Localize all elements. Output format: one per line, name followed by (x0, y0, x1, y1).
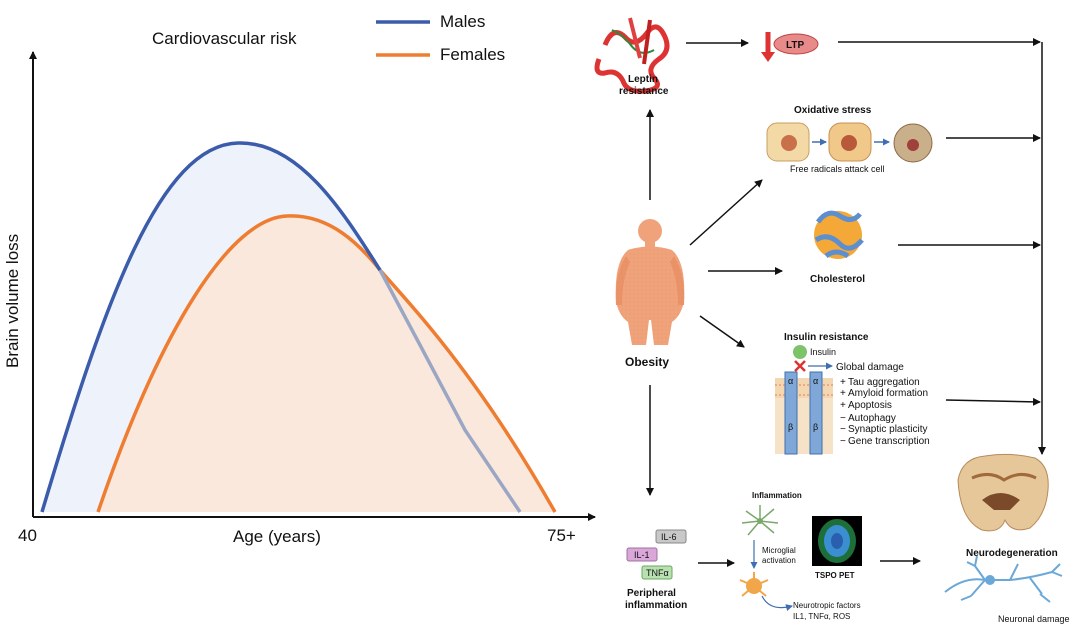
oxidative-title: Oxidative stress (794, 105, 872, 116)
male-curve (40, 141, 382, 513)
leptin-label-1: Leptin (628, 74, 658, 85)
effect-text: Gene transcription (848, 436, 930, 447)
effect-sign: − (840, 413, 846, 424)
alpha-label-left: α (788, 376, 793, 386)
female-area (98, 215, 555, 513)
il1-label: IL-1 (634, 550, 650, 560)
leptin-protein-icon (594, 17, 670, 94)
tnfa-label: TNFα (646, 568, 669, 578)
x-tick-start: 40 (18, 526, 37, 545)
effect-sign: − (840, 424, 846, 435)
microglial-label-2: activation (762, 556, 796, 565)
ltp-badge (773, 33, 819, 55)
brain-volume-chart: Cardiovascular risk Brain volume loss Ag… (3, 12, 596, 546)
insulin-label: Insulin (810, 347, 836, 357)
x-axis-label: Age (years) (233, 527, 321, 546)
leptin-label-2: resistance (619, 86, 669, 97)
insulin-effects-list: Global damage + Tau aggregation + Amyloi… (836, 362, 930, 447)
effect-text: Autophagy (848, 413, 896, 424)
microglia-icon (741, 505, 779, 536)
tnfa-box (641, 565, 673, 580)
arrow-insulin-right (945, 397, 1041, 406)
arrow-obesity-oxidative (689, 179, 763, 246)
effect-sign: + (840, 388, 846, 399)
insulin-receptor-icon (775, 345, 833, 455)
ltp-label: LTP (786, 40, 804, 51)
y-axis-label: Brain volume loss (3, 234, 22, 368)
obese-body-icon (615, 219, 685, 345)
male-curve-overlap (378, 269, 522, 513)
microglial-label-1: Microglial (762, 546, 796, 555)
obesity-label: Obesity (625, 355, 669, 369)
beta-label-left: β (788, 422, 793, 432)
x-tick-end: 75+ (547, 526, 576, 545)
neuronal-damage-label: Neuronal damage (998, 614, 1070, 624)
alpha-label-right: α (813, 376, 818, 386)
il6-label: IL-6 (661, 532, 677, 542)
effect-sign: + (840, 400, 846, 411)
insulin-title: Insulin resistance (784, 332, 869, 343)
neurodegeneration-label: Neurodegeneration (966, 548, 1058, 559)
peripheral-label-1: Peripheral (627, 588, 676, 599)
cell-sequence-icon (766, 122, 933, 163)
effect-text: Global damage (836, 362, 904, 373)
effect-sign: + (840, 377, 846, 388)
peripheral-label-2: inflammation (625, 600, 687, 611)
effect-text: Synaptic plasticity (848, 424, 927, 435)
cholesterol-label: Cholesterol (810, 274, 865, 285)
effect-text: Apoptosis (848, 400, 892, 411)
brain-section-icon (957, 453, 1049, 532)
inflammation-label: Inflammation (752, 491, 802, 500)
female-curve (96, 214, 557, 513)
activated-microglia-icon (739, 572, 769, 597)
cholesterol-icon (814, 210, 864, 259)
il1-box (626, 547, 658, 562)
neuron-icon (944, 555, 1063, 603)
tspo-label: TSPO PET (815, 571, 855, 580)
neurotropic-label-1: Neurotropic factors (793, 601, 861, 610)
il6-box (655, 529, 687, 544)
beta-label-right: β (813, 422, 818, 432)
legend-label-males: Males (440, 12, 485, 31)
neurotropic-label-2: IL1, TNFα, ROS (793, 612, 850, 621)
chart-title: Cardiovascular risk (152, 29, 297, 48)
oxidative-caption: Free radicals attack cell (790, 164, 885, 174)
arrow-obesity-insulin (699, 315, 745, 348)
obesity-diagram: Leptin resistance LTP Oxidative stress F… (594, 17, 1070, 624)
legend-label-females: Females (440, 45, 505, 64)
effect-sign: − (840, 436, 846, 447)
effect-text: Tau aggregation (848, 377, 920, 388)
effect-text: Amyloid formation (848, 388, 928, 399)
